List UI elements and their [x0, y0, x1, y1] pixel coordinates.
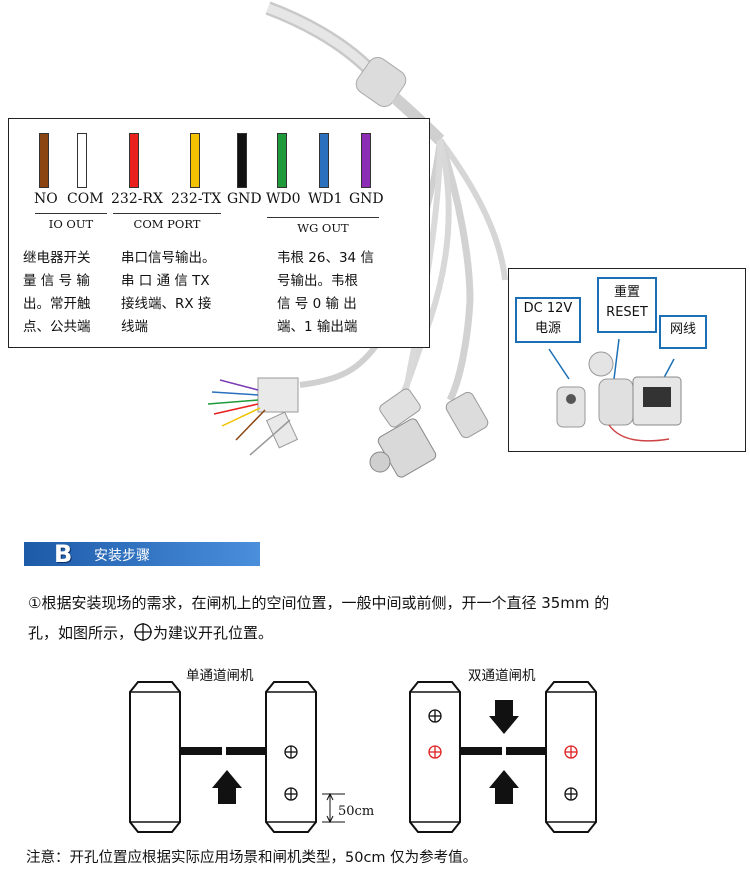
wiegand-desc-line: 号输出。韦根 [277, 273, 358, 289]
single-gate-diagram [129, 681, 345, 833]
instruction-text: 根据安装现场的需求，在闸机上的空间位置，一般中间或前侧，开一个直径 35mm 的 [41, 594, 610, 612]
hole-marker-red-icon [564, 745, 578, 759]
wire-label-wd0: WD0 [266, 191, 301, 207]
wire-label-gnd1: GND [227, 191, 262, 207]
step-marker: ① [28, 594, 42, 612]
dimension-label: 50cm [338, 804, 375, 819]
relay-desc-line: 出。常开触 [23, 296, 91, 312]
gate-arm [180, 747, 222, 755]
instruction-line-2: 孔，如图所示， 为建议开孔位置。 [28, 618, 728, 648]
wire-gnd2-color [361, 133, 371, 188]
arrow-up-icon [489, 770, 519, 804]
dc-power-line: DC 12V [523, 301, 573, 316]
hole-marker-icon [564, 787, 578, 801]
serial-desc-line: 串口信号输出。 [121, 250, 216, 266]
gate-diagrams [129, 681, 597, 833]
instruction-text: 为建议开孔位置。 [153, 624, 274, 642]
section-title: 安装步骤 [94, 548, 150, 564]
dimension-marker [322, 792, 345, 824]
wiegand-desc-line: 信 号 0 输 出 [277, 296, 357, 312]
serial-description: 串口信号输出。 串 口 通 信 TX 接线端、RX 接 线端 [121, 247, 216, 339]
section-header: B 安装步骤 [24, 542, 260, 566]
ferrite-core [355, 56, 407, 108]
reset-callout: 重置 RESET [597, 277, 657, 333]
relay-desc-line: 量 信 号 输 [23, 273, 90, 289]
wg-out-bracket [267, 217, 379, 218]
cap [369, 451, 391, 473]
double-channel-title: 双通道闸机 [468, 668, 536, 684]
com-port-bracket [113, 213, 221, 214]
hole-marker-icon [284, 745, 298, 759]
instruction-paragraph: ①根据安装现场的需求，在闸机上的空间位置，一般中间或前侧，开一个直径 35mm … [28, 588, 728, 648]
wiegand-desc-line: 韦根 26、34 信 [277, 250, 374, 266]
wire-com-color [77, 133, 87, 188]
reset-line: RESET [606, 305, 648, 320]
section-letter: B [54, 540, 73, 568]
dc-plug [379, 388, 421, 428]
dc-power-line: 电源 [534, 321, 561, 336]
wire-label-tx: 232-TX [171, 191, 222, 207]
relay-description: 继电器开关 量 信 号 输 出。常开触 点、公共端 [23, 247, 91, 339]
wire-rx-color [129, 133, 139, 188]
gate-arm [226, 747, 266, 755]
network-label: 网线 [669, 322, 696, 337]
io-out-label: IO OUT [48, 217, 94, 231]
dc-jack [445, 391, 489, 439]
wire-label-wd1: WD1 [308, 191, 343, 207]
hole-marker-icon [428, 709, 442, 723]
dc-power-callout: DC 12V 电源 [515, 297, 581, 343]
wiegand-desc-line: 端、1 输出端 [277, 319, 358, 335]
double-gate-diagram [409, 681, 597, 833]
wire-label-rx: 232-RX [111, 191, 163, 207]
connector-detail-box: DC 12V 电源 重置 RESET 网线 [508, 268, 746, 452]
footnote: 注意：开孔位置应根据实际应用场景和闸机类型，50cm 仅为参考值。 [26, 850, 478, 866]
wire-gnd1-color [237, 133, 247, 188]
hole-marker-icon [284, 787, 298, 801]
wiring-legend: NO COM 232-RX 232-TX GND WD0 WD1 GND IO … [8, 118, 430, 348]
hole-marker-red-icon [428, 745, 442, 759]
wire-tx-color [190, 133, 200, 188]
wire-label-com: COM [67, 191, 104, 207]
serial-desc-line: 接线端、RX 接 [121, 296, 212, 312]
gate-arm [506, 747, 546, 755]
gate-post-left [129, 681, 181, 833]
gate-arm [460, 747, 502, 755]
wire-label-gnd2: GND [349, 191, 384, 207]
serial-desc-line: 串 口 通 信 TX [121, 273, 210, 289]
arrow-up-icon [212, 770, 242, 804]
connector-illustration [548, 338, 682, 442]
io-out-bracket [35, 213, 107, 214]
relay-desc-line: 继电器开关 [23, 250, 91, 266]
network-callout: 网线 [659, 315, 707, 349]
wire-no-color [39, 133, 49, 188]
relay-desc-line: 点、公共端 [23, 319, 91, 335]
crosshair-hole-icon [134, 623, 153, 641]
serial-desc-line: 线端 [121, 319, 148, 335]
com-port-label: COM PORT [133, 217, 201, 231]
wiegand-description: 韦根 26、34 信 号输出。韦根 信 号 0 输 出 端、1 输出端 [277, 247, 374, 339]
terminal-block [207, 377, 299, 456]
wire-wd0-color [277, 133, 287, 188]
arrow-down-icon [489, 700, 519, 734]
reset-line: 重置 [613, 285, 640, 300]
single-channel-title: 单通道闸机 [186, 668, 254, 684]
wire-wd1-color [319, 133, 329, 188]
wire-label-no: NO [34, 191, 58, 207]
instruction-line-1: ①根据安装现场的需求，在闸机上的空间位置，一般中间或前侧，开一个直径 35mm … [28, 588, 728, 618]
instruction-text: 孔，如图所示， [28, 624, 134, 642]
wg-out-label: WG OUT [297, 221, 349, 235]
